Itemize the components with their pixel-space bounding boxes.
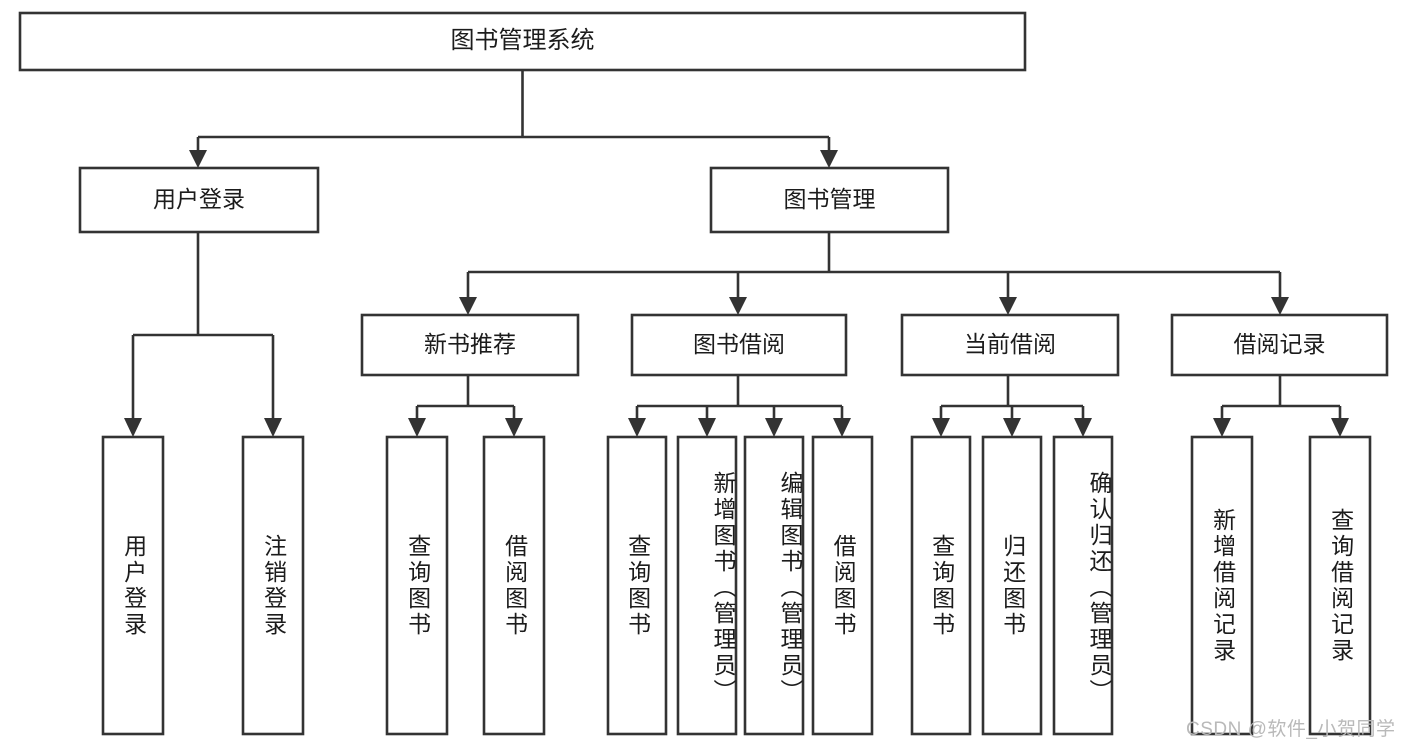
- arrowhead-book-borrow: [729, 297, 747, 315]
- node-box-leaf-query-book-rec[interactable]: [385, 435, 449, 736]
- node-box-borrow-record[interactable]: [1170, 313, 1389, 377]
- arrowhead-leaf-query-book-cur: [932, 418, 950, 437]
- node-box-leaf-borrow-book[interactable]: [811, 435, 874, 736]
- node-box-book-manage[interactable]: [709, 166, 950, 234]
- node-box-leaf-logout[interactable]: [241, 435, 305, 736]
- node-box-leaf-add-book[interactable]: [676, 435, 738, 736]
- arrowhead-leaf-borrow-book: [833, 418, 851, 437]
- arrowhead-leaf-confirm-return: [1074, 418, 1092, 437]
- arrowhead-leaf-return-book: [1003, 418, 1021, 437]
- node-box-leaf-user-login[interactable]: [101, 435, 165, 736]
- arrowhead-current-borrow: [999, 297, 1017, 315]
- node-box-leaf-edit-book[interactable]: [743, 435, 805, 736]
- node-box-leaf-query-book-cur[interactable]: [910, 435, 972, 736]
- node-box-book-borrow[interactable]: [630, 313, 848, 377]
- node-box-leaf-return-book[interactable]: [981, 435, 1043, 736]
- arrowhead-book-manage: [820, 150, 838, 168]
- node-box-root[interactable]: [18, 11, 1027, 72]
- arrowhead-leaf-add-book: [698, 418, 716, 437]
- node-box-new-book-rec[interactable]: [360, 313, 580, 377]
- arrowhead-user-login: [189, 150, 207, 168]
- arrowhead-leaf-logout: [264, 418, 282, 437]
- arrowhead-leaf-query-book-rec: [408, 418, 426, 437]
- node-box-current-borrow[interactable]: [900, 313, 1120, 377]
- node-box-leaf-add-record[interactable]: [1190, 435, 1254, 736]
- arrowhead-leaf-query-book-borrow: [628, 418, 646, 437]
- arrowhead-leaf-borrow-book-rec: [505, 418, 523, 437]
- arrowhead-leaf-user-login: [124, 418, 142, 437]
- arrowhead-borrow-record: [1271, 297, 1289, 315]
- arrowhead-leaf-add-record: [1213, 418, 1231, 437]
- node-box-leaf-confirm-return[interactable]: [1052, 435, 1114, 736]
- node-box-leaf-query-book-borrow[interactable]: [606, 435, 668, 736]
- arrowhead-leaf-edit-book: [765, 418, 783, 437]
- arrowhead-leaf-query-record: [1331, 418, 1349, 437]
- node-box-leaf-borrow-book-rec[interactable]: [482, 435, 546, 736]
- watermark-text: CSDN @软件_小贺同学: [1186, 719, 1396, 740]
- arrowhead-new-book-rec: [459, 297, 477, 315]
- node-box-user-login[interactable]: [78, 166, 320, 234]
- node-box-leaf-query-record[interactable]: [1308, 435, 1372, 736]
